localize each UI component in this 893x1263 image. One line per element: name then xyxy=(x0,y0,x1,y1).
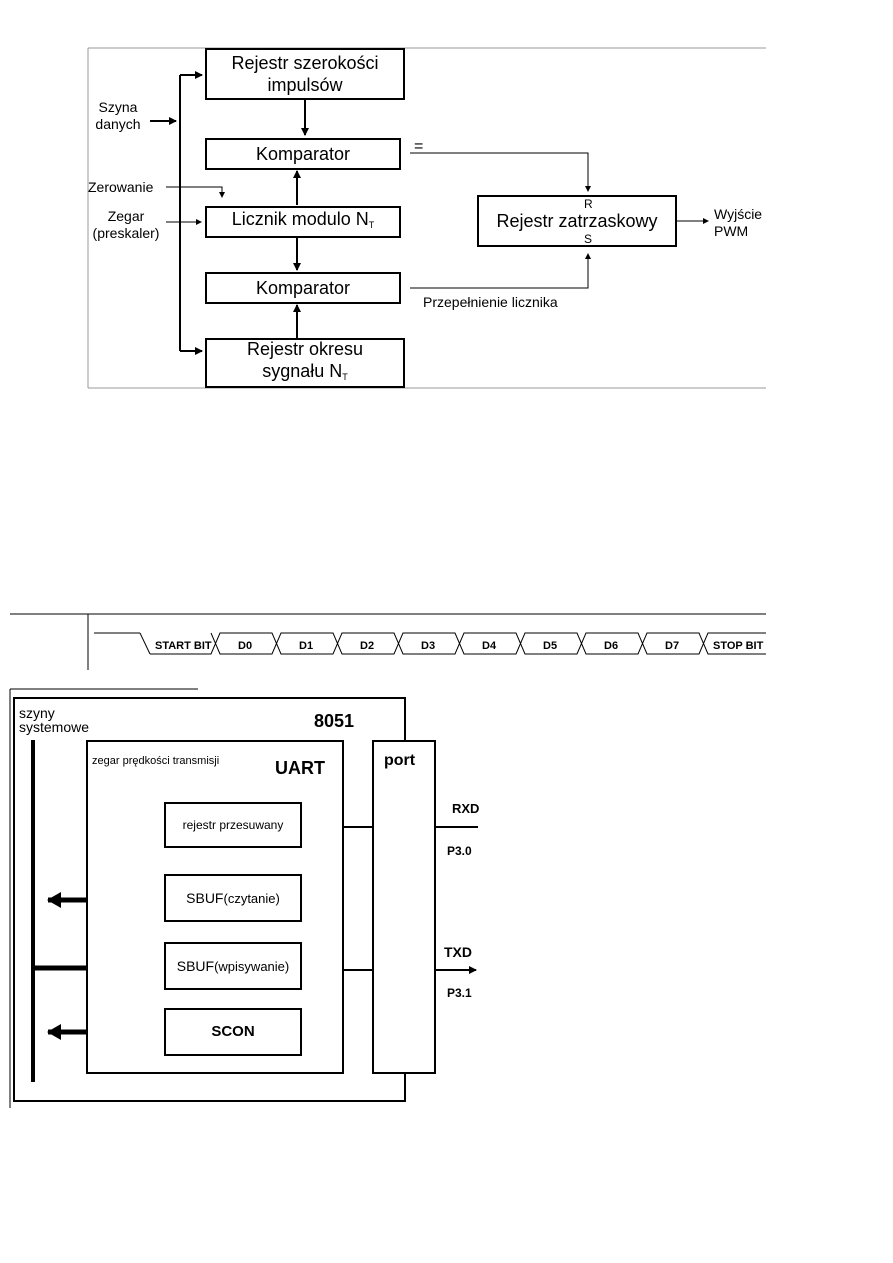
p31-label: P3.1 xyxy=(447,986,472,1000)
data-bus-label-line1: Szyna xyxy=(98,99,138,115)
comparator-top-box: Komparator xyxy=(205,138,401,170)
period-subscript: T xyxy=(342,372,348,382)
sbuf-write-paren: (wpisywanie) xyxy=(214,958,290,974)
latch-label: Rejestr zatrzaskowy xyxy=(496,211,658,231)
sbuf-write-box: SBUF(wpisywanie) xyxy=(164,942,302,990)
counter-subscript: T xyxy=(368,220,375,230)
period-register-text: sygnału N xyxy=(262,361,343,381)
uart-label: UART xyxy=(275,758,325,778)
reset-line xyxy=(166,186,225,198)
sbuf-read-label: SBUF(czytanie) xyxy=(186,887,280,910)
period-register-box: Rejestr okresu sygnału NT xyxy=(205,338,405,388)
clock-label: Zegar (preskaler) xyxy=(86,208,166,242)
scon-label: SCON xyxy=(211,1023,255,1040)
latch-register-box: Rejestr zatrzaskowy xyxy=(477,195,677,247)
port-label: port xyxy=(384,752,416,769)
pwm-output-line2: PWM xyxy=(714,223,749,239)
rxd-label: RXD xyxy=(452,801,480,816)
timing-d3: D3 xyxy=(421,640,436,652)
timing-waveform xyxy=(94,632,766,655)
timing-d6: D6 xyxy=(604,640,619,652)
timing-frame xyxy=(10,613,766,670)
counter-box: Licznik modulo NT xyxy=(205,206,401,238)
data-bus-label: Szyna danych xyxy=(90,99,146,133)
latch-s-label: S xyxy=(584,232,593,246)
timing-d1: D1 xyxy=(299,640,314,652)
timing-d2: D2 xyxy=(360,640,375,652)
shift-register-box: rejestr przesuwany xyxy=(164,802,302,848)
data-bus-label-line2: danych xyxy=(95,116,141,132)
timing-d5: D5 xyxy=(543,640,558,652)
pwm-output-line1: Wyjście xyxy=(714,206,763,222)
timing-d4: D4 xyxy=(482,640,497,652)
timing-d7: D7 xyxy=(665,640,680,652)
period-register-line1: Rejestr okresu xyxy=(246,339,364,359)
reset-label: Zerowanie xyxy=(88,179,154,195)
counter-label: Licznik modulo NT xyxy=(232,208,375,236)
port-box xyxy=(372,740,436,1074)
latch-r-label: R xyxy=(584,197,593,211)
txd-label: TXD xyxy=(444,944,472,960)
overflow-to-s-line xyxy=(410,253,591,289)
shift-register-label: rejestr przesuwany xyxy=(182,818,284,832)
sbuf-write-main: SBUF xyxy=(176,957,215,974)
scon-box: SCON xyxy=(164,1008,302,1056)
pulse-width-register-line1: Rejestr szerokości xyxy=(231,53,379,73)
pulse-width-register-line2: impulsów xyxy=(267,75,343,95)
comparator-bottom-box: Komparator xyxy=(205,272,401,304)
pulse-width-register-box: Rejestr szerokości impulsów xyxy=(205,48,405,100)
sbuf-read-paren: (czytanie) xyxy=(223,890,280,906)
timing-stop-bit: STOP BIT xyxy=(713,640,764,652)
pwm-frame xyxy=(87,47,766,389)
pwm-output-label: Wyjście PWM xyxy=(714,206,762,240)
period-register-line2: sygnału NT xyxy=(247,360,363,388)
overflow-label: Przepełnienie licznika xyxy=(423,294,558,310)
comparator-bottom-label: Komparator xyxy=(255,278,351,298)
comparator-top-label: Komparator xyxy=(255,144,351,164)
timing-d0: D0 xyxy=(238,640,253,652)
clock-label-line2: (preskaler) xyxy=(92,225,160,241)
sbuf-read-box: SBUF(czytanie) xyxy=(164,874,302,922)
clock-label-line1: Zegar xyxy=(107,208,145,224)
timing-start-bit: START BIT xyxy=(155,640,212,652)
sbuf-write-label: SBUF(wpisywanie) xyxy=(177,955,289,978)
system-buses-label: szyny systemowe xyxy=(19,706,89,734)
chip-label: 8051 xyxy=(314,711,355,731)
system-buses-line1: szyny xyxy=(19,705,55,721)
equal-to-r-line xyxy=(410,152,591,192)
system-buses-line2: systemowe xyxy=(19,719,90,735)
counter-text: Licznik modulo N xyxy=(231,209,369,229)
equal-sign-label: = xyxy=(414,138,424,155)
sbuf-read-main: SBUF xyxy=(186,889,224,906)
baud-clock-label: zegar prędkości transmisji xyxy=(92,755,220,767)
uart-frame xyxy=(9,688,198,1108)
p30-label: P3.0 xyxy=(447,844,472,858)
